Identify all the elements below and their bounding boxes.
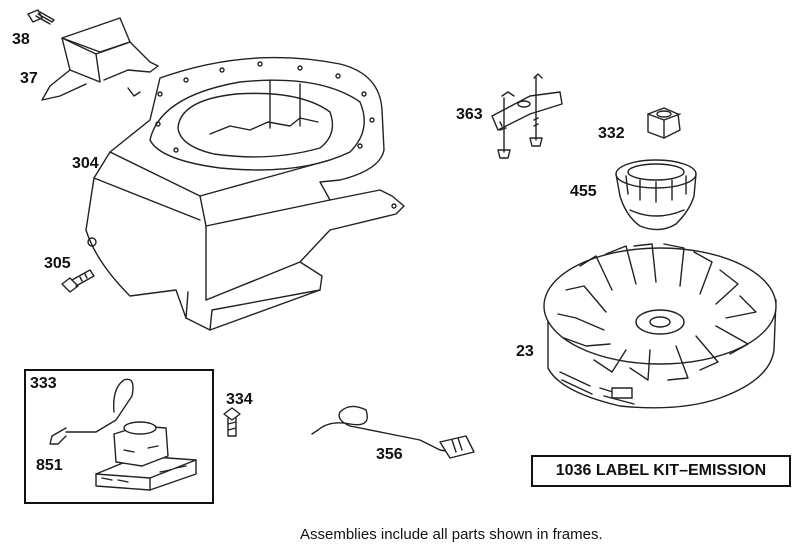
spark-plug-wire-851-icon: [49, 378, 134, 445]
nut-332-icon: [647, 107, 681, 139]
armature-333-icon: [95, 421, 197, 491]
bolt-334-icon: [223, 407, 241, 437]
flywheel-23-icon: [543, 243, 777, 409]
part-label-304: 304: [72, 155, 99, 172]
part-label-455: 455: [570, 183, 597, 200]
part-label-305: 305: [44, 255, 71, 272]
screw-38-icon: [27, 9, 55, 25]
blower-housing-304-icon: [85, 56, 405, 331]
part-label-23: 23: [516, 343, 534, 360]
part-label-356: 356: [376, 446, 403, 463]
part-label-37: 37: [20, 70, 38, 87]
assemblies-footnote: Assemblies include all parts shown in fr…: [300, 526, 603, 543]
baffle-37-icon: [41, 17, 159, 101]
part-label-334: 334: [226, 391, 253, 408]
label-kit-emission-box: 1036 LABEL KIT–EMISSION: [531, 455, 791, 487]
part-label-851: 851: [36, 457, 63, 474]
part-label-332: 332: [598, 125, 625, 142]
part-label-363: 363: [456, 106, 483, 123]
assembly-frame-333: [24, 369, 214, 504]
part-label-38: 38: [12, 31, 30, 48]
bracket-363-icon: [491, 73, 563, 159]
screw-305-icon: [61, 269, 95, 293]
ground-wire-356-icon: [311, 405, 475, 459]
part-label-333: 333: [30, 375, 57, 392]
starter-cup-455-icon: [615, 159, 697, 231]
